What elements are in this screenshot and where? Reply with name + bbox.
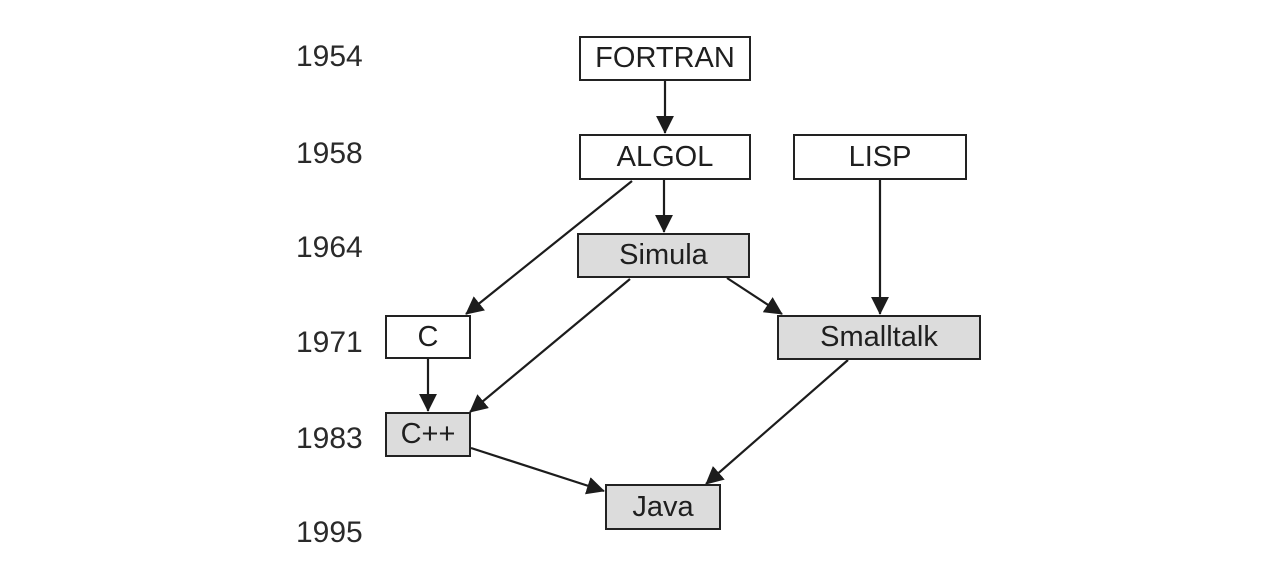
node-smalltalk: Smalltalk	[777, 315, 981, 360]
node-lisp: LISP	[793, 134, 967, 180]
year-label-1971: 1971	[296, 326, 363, 359]
edge-smalltalk-to-java	[705, 359, 849, 485]
edge-cpp-to-java	[470, 446, 605, 495]
node-cpp: C++	[385, 412, 471, 457]
node-c: C	[385, 315, 471, 359]
edge-simula-to-smalltalk	[726, 277, 783, 315]
edge-simula-to-cpp	[469, 278, 631, 413]
year-label-1983: 1983	[296, 422, 363, 455]
year-label-1964: 1964	[296, 231, 363, 264]
node-fortran: FORTRAN	[579, 36, 751, 81]
year-label-1958: 1958	[296, 137, 363, 170]
year-label-1995: 1995	[296, 516, 363, 549]
node-simula: Simula	[577, 233, 750, 278]
year-label-1954: 1954	[296, 40, 363, 73]
node-java: Java	[605, 484, 721, 530]
node-algol: ALGOL	[579, 134, 751, 180]
edge-algol-to-c	[465, 180, 633, 315]
